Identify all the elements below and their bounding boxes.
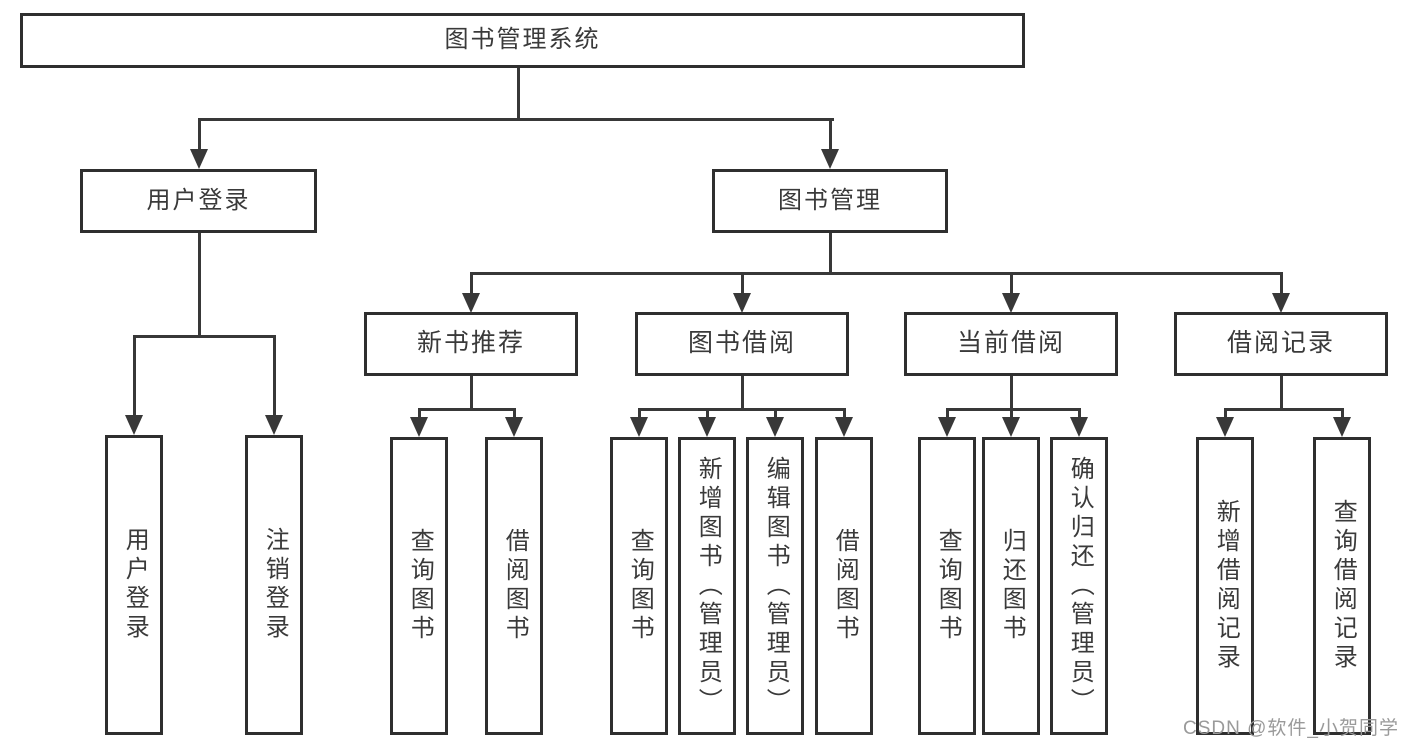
leaf-borrow-edit-book-admin: 编辑图书（管理员） [746,437,804,735]
leaf-newbook-query-books-label: 查询图书 [406,528,434,644]
connector-line [517,68,520,118]
connector-line [198,233,201,335]
node-borrowing-records: 借阅记录 [1174,312,1388,376]
connector-line [273,335,276,417]
arrow-down-icon [265,415,283,435]
leaf-current-query-books: 查询图书 [918,437,976,735]
leaf-borrow-query-books: 查询图书 [610,437,668,735]
node-current-borrowing-label: 当前借阅 [956,329,1065,358]
connector-line [418,408,421,418]
leaf-logout: 注销登录 [245,435,303,735]
connector-line [418,408,516,411]
node-book-management-label: 图书管理 [778,186,882,214]
arrow-down-icon [1070,417,1088,437]
connector-line [1224,408,1343,411]
leaf-records-add-record: 新增借阅记录 [1196,437,1254,735]
arrow-down-icon [1002,293,1020,313]
connector-line [741,376,744,408]
leaf-logout-label: 注销登录 [261,527,289,643]
node-borrowing-records-label: 借阅记录 [1226,329,1335,358]
arrow-down-icon [462,293,480,313]
leaf-records-query-record: 查询借阅记录 [1313,437,1371,735]
connector-line [1224,408,1227,418]
leaf-newbook-query-books: 查询图书 [390,437,448,735]
connector-line [198,118,834,121]
connector-line [638,408,641,418]
connector-line [133,335,276,338]
connector-line [1010,408,1013,418]
connector-line [1010,376,1013,408]
connector-line [470,272,473,295]
arrow-down-icon [821,149,839,169]
leaf-user-login-label: 用户登录 [121,527,149,643]
connector-line [843,408,846,418]
leaf-borrow-add-book-admin: 新增图书（管理员） [678,437,736,735]
arrow-down-icon [125,415,143,435]
arrow-down-icon [835,417,853,437]
connector-line [1010,272,1013,295]
leaf-borrow-borrow-books-label: 借阅图书 [831,528,859,644]
connector-line [1341,408,1344,418]
connector-line [198,118,201,152]
leaf-current-confirm-return-admin-label: 确认归还（管理员） [1066,455,1094,717]
connector-line [829,118,832,152]
leaf-borrow-add-book-admin-label: 新增图书（管理员） [694,455,722,717]
arrow-down-icon [733,293,751,313]
connector-line [133,335,136,417]
node-book-borrowing: 图书借阅 [635,312,849,376]
leaf-records-add-record-label: 新增借阅记录 [1212,499,1240,673]
arrow-down-icon [505,417,523,437]
leaf-current-return-books-label: 归还图书 [998,528,1026,644]
arrow-down-icon [766,417,784,437]
leaf-newbook-borrow-books: 借阅图书 [485,437,543,735]
arrow-down-icon [410,417,428,437]
leaf-borrow-borrow-books: 借阅图书 [815,437,873,735]
connector-line [741,272,744,295]
node-user-login: 用户登录 [80,169,317,233]
connector-line [1280,272,1283,295]
leaf-current-query-books-label: 查询图书 [934,528,962,644]
connector-line [638,408,845,411]
leaf-user-login: 用户登录 [105,435,163,735]
arrow-down-icon [938,417,956,437]
connector-line [470,376,473,408]
arrow-down-icon [1333,417,1351,437]
connector-line [774,408,777,418]
arrow-down-icon [190,149,208,169]
connector-line [513,408,516,418]
connector-line [1280,376,1283,408]
leaf-records-query-record-label: 查询借阅记录 [1329,499,1357,673]
leaf-current-return-books: 归还图书 [982,437,1040,735]
node-book-management: 图书管理 [712,169,948,233]
node-new-book-recommendation: 新书推荐 [364,312,578,376]
node-book-borrowing-label: 图书借阅 [687,329,796,358]
node-root: 图书管理系统 [20,13,1025,68]
node-current-borrowing: 当前借阅 [904,312,1118,376]
connector-line [946,408,949,418]
connector-line [829,233,832,272]
arrow-down-icon [698,417,716,437]
arrow-down-icon [1216,417,1234,437]
leaf-borrow-query-books-label: 查询图书 [626,528,654,644]
node-new-book-recommendation-label: 新书推荐 [416,329,525,358]
leaf-current-confirm-return-admin: 确认归还（管理员） [1050,437,1108,735]
connector-line [946,408,1080,411]
leaf-borrow-edit-book-admin-label: 编辑图书（管理员） [762,455,790,717]
watermark: CSDN @软件_小贺同学 [1183,718,1399,739]
arrow-down-icon [1002,417,1020,437]
node-user-login-label: 用户登录 [146,186,251,214]
node-root-label: 图书管理系统 [444,26,601,54]
connector-line [470,272,1283,275]
connector-line [1078,408,1081,418]
arrow-down-icon [630,417,648,437]
leaf-newbook-borrow-books-label: 借阅图书 [501,528,529,644]
connector-line [706,408,709,418]
arrow-down-icon [1272,293,1290,313]
